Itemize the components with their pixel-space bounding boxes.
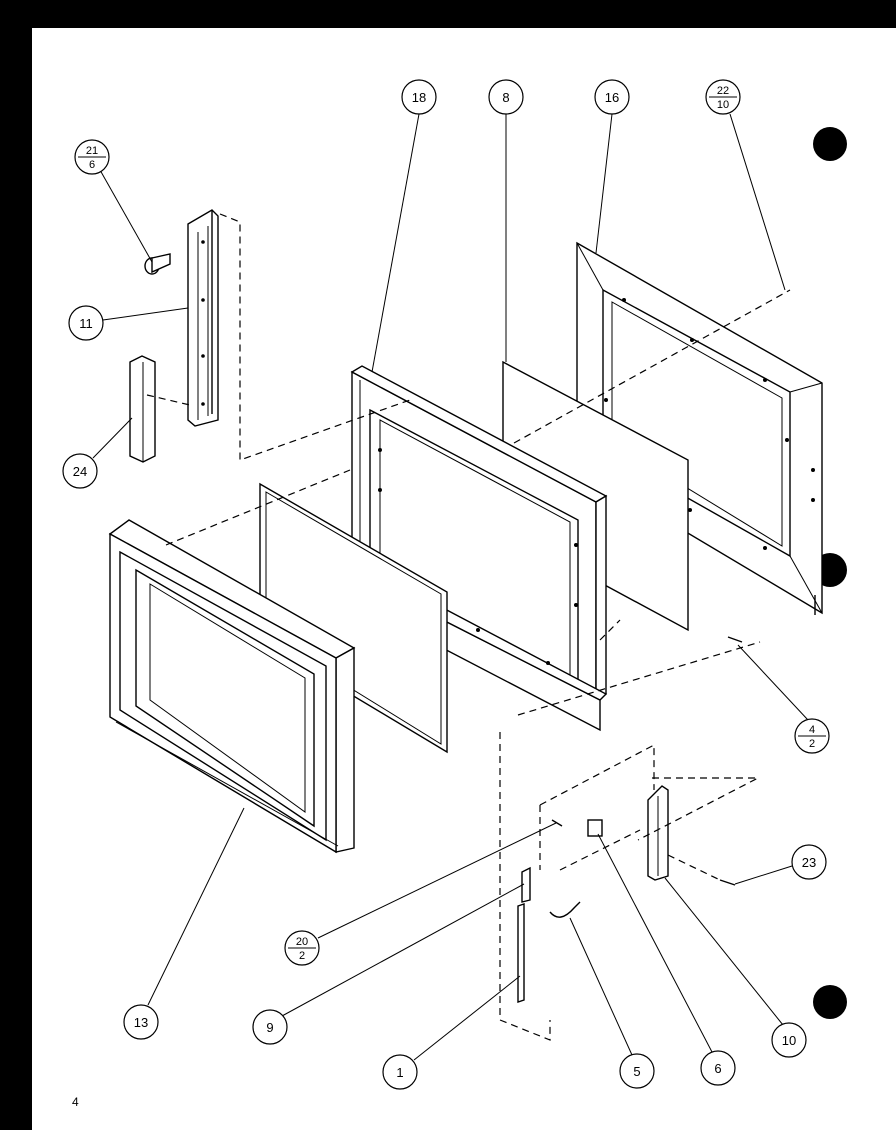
- part-9-clip: [521, 866, 531, 903]
- callout-1: 1: [382, 975, 521, 1090]
- callout-5-label: 5: [633, 1064, 640, 1079]
- callout-13: 13: [123, 807, 245, 1040]
- callout-22-10-bottom: 10: [717, 99, 729, 111]
- callout-8: 8: [488, 79, 524, 362]
- callout-9: 9: [252, 883, 525, 1045]
- callout-13-label: 13: [134, 1015, 148, 1030]
- registration-dot-top: [813, 127, 847, 161]
- latch-assembly: [517, 636, 743, 1003]
- callout-8-label: 8: [502, 90, 509, 105]
- part-23-screw: [719, 879, 736, 886]
- part-20-pin: [551, 819, 563, 827]
- callout-23-label: 23: [802, 855, 816, 870]
- callout-10: 10: [664, 877, 807, 1058]
- callout-23: 23: [734, 844, 827, 885]
- callout-16-label: 16: [605, 90, 619, 105]
- callout-24: 24: [62, 417, 133, 489]
- callout-5: 5: [569, 917, 655, 1089]
- callout-20-2-top: 20: [296, 936, 308, 948]
- callout-21-6: 21 6: [74, 139, 153, 263]
- part-21-screw: [144, 253, 171, 275]
- assembly-dashed-lines: [146, 213, 791, 1041]
- part-6-switch: [587, 819, 603, 837]
- callout-20-2-bottom: 2: [299, 950, 305, 962]
- callout-11: 11: [68, 305, 189, 341]
- part-4-screw: [727, 636, 743, 643]
- callout-9-label: 9: [266, 1020, 273, 1035]
- callout-18: 18: [371, 79, 437, 373]
- callout-22-10: 22 10: [705, 79, 786, 291]
- callout-4-2: 4 2: [737, 644, 830, 754]
- part-11-hinge-bracket: [187, 209, 219, 427]
- callout-20-2: 20 2: [284, 822, 557, 966]
- callout-6-label: 6: [714, 1061, 721, 1076]
- callout-21-6-bottom: 6: [89, 159, 95, 171]
- callout-16: 16: [594, 79, 630, 254]
- callout-24-label: 24: [73, 464, 87, 479]
- part-24-small-bracket: [129, 355, 156, 463]
- glass-pane: [259, 482, 448, 754]
- callout-21-6-top: 21: [86, 145, 98, 157]
- callout-22-10-top: 22: [717, 85, 729, 97]
- callout-4-2-bottom: 2: [809, 738, 815, 750]
- margin-mark: [12, 792, 17, 802]
- callout-18-label: 18: [412, 90, 426, 105]
- callout-4-2-top: 4: [809, 724, 815, 736]
- part-13-outer-frame: [108, 519, 356, 854]
- page-number: 4: [72, 1095, 79, 1109]
- callout-11-label: 11: [79, 316, 93, 331]
- part-1-rod: [517, 903, 525, 1003]
- callout-10-label: 10: [782, 1033, 796, 1048]
- registration-dot-bottom: [813, 985, 847, 1019]
- callout-1-label: 1: [396, 1065, 403, 1080]
- callout-6: 6: [597, 833, 736, 1086]
- part-5-spring: [549, 901, 581, 918]
